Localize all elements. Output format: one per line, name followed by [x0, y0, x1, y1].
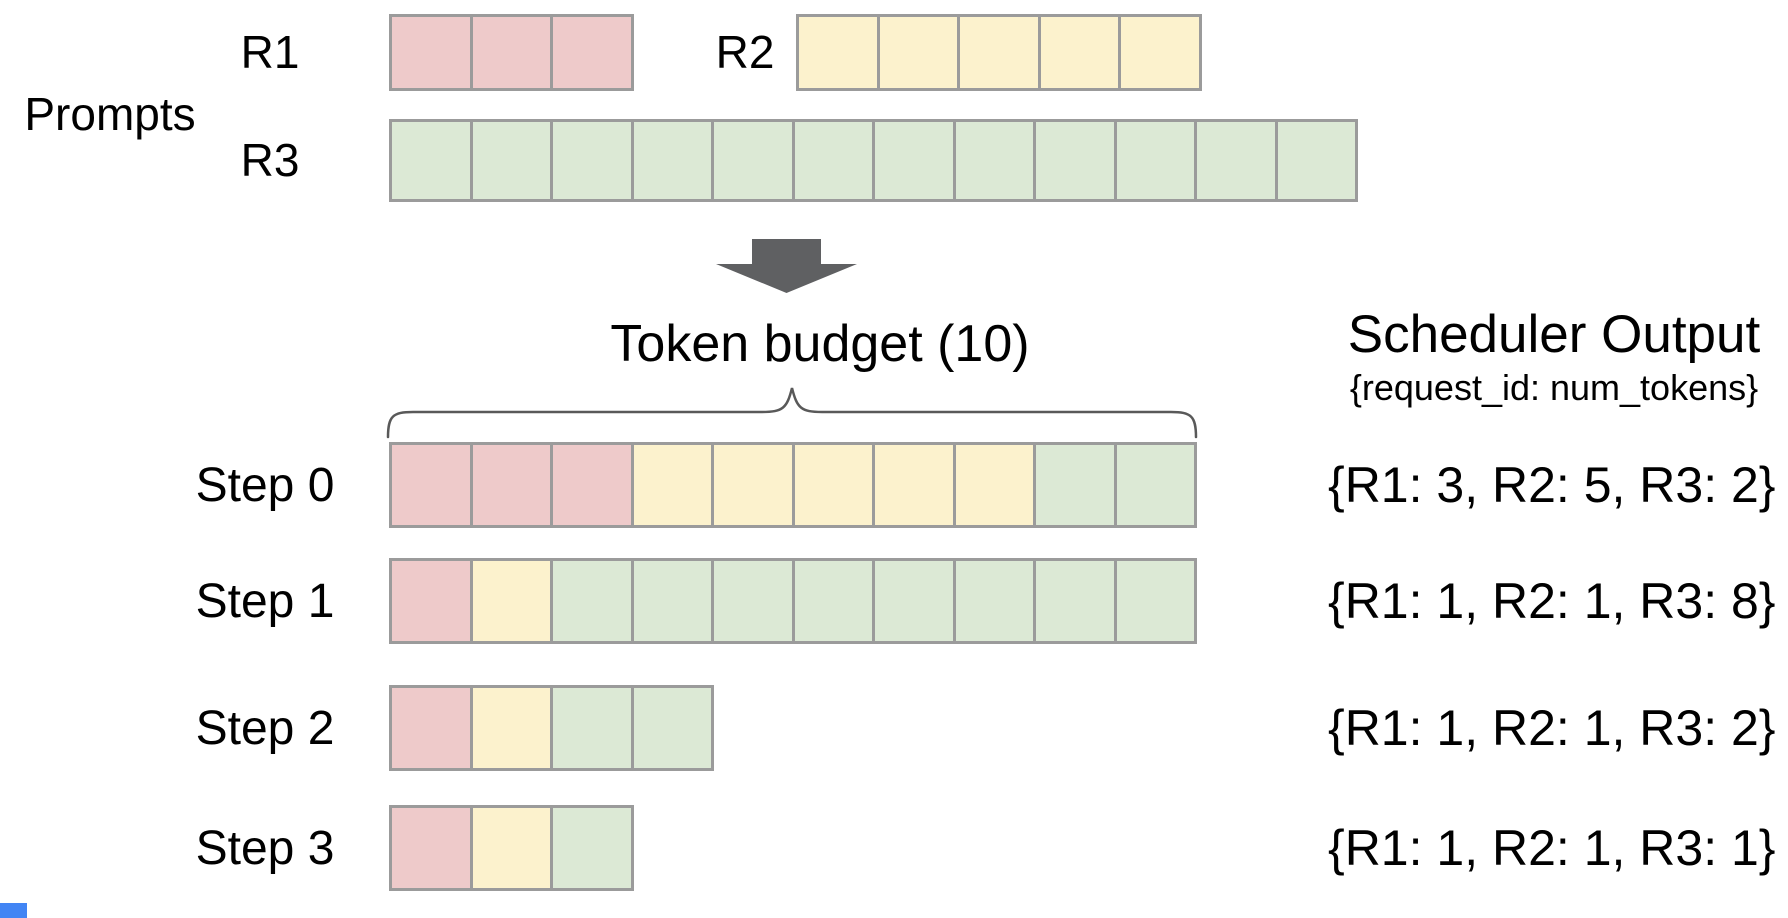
token-cell-green — [955, 119, 1036, 202]
step-row-1 — [389, 558, 1197, 644]
token-cell-green — [875, 558, 956, 644]
step-label-1: Step 1 — [195, 574, 335, 628]
token-cell-green — [392, 119, 473, 202]
step-row-0 — [389, 442, 1197, 528]
token-cell-red — [392, 558, 473, 644]
token-cell-green — [633, 119, 714, 202]
step-label-2: Step 2 — [195, 701, 335, 755]
token-cell-red — [553, 14, 634, 91]
token-cell-green — [1116, 442, 1197, 528]
token-cell-yellow — [472, 558, 553, 644]
step-row-2 — [389, 685, 714, 771]
token-cell-yellow — [714, 442, 795, 528]
token-cell-yellow — [1121, 14, 1202, 91]
token-cell-green — [553, 119, 634, 202]
token-cell-yellow — [799, 14, 880, 91]
token-cell-yellow — [875, 442, 956, 528]
token-cell-yellow — [955, 442, 1036, 528]
request-label-r2: R2 — [715, 26, 775, 78]
token-cell-yellow — [472, 685, 553, 771]
token-cell-green — [633, 558, 714, 644]
token-cell-yellow — [633, 442, 714, 528]
token-cell-green — [1036, 558, 1117, 644]
token-cell-yellow — [1040, 14, 1121, 91]
token-cell-green — [794, 558, 875, 644]
step-row-3 — [389, 805, 634, 891]
step-output-1: {R1: 1, R2: 1, R3: 8} — [1328, 573, 1776, 629]
step-label-3: Step 3 — [195, 821, 335, 875]
token-cell-green — [1116, 558, 1197, 644]
token-cell-green — [1277, 119, 1358, 202]
scheduler-output-subtitle: {request_id: num_tokens} — [1349, 367, 1759, 408]
token-cell-red — [553, 442, 634, 528]
prompt-row-r1 — [389, 14, 634, 91]
token-cell-yellow — [472, 805, 553, 891]
token-cell-red — [392, 442, 473, 528]
token-cell-green — [1036, 442, 1117, 528]
prompt-row-r3 — [389, 119, 1358, 202]
corner-blue-marker — [0, 903, 27, 918]
token-cell-red — [392, 685, 473, 771]
token-cell-green — [633, 685, 714, 771]
token-cell-red — [472, 14, 553, 91]
token-cell-yellow — [960, 14, 1041, 91]
token-budget-label: Token budget (10) — [610, 315, 1030, 373]
prompts-section-label: Prompts — [24, 88, 196, 140]
step-label-0: Step 0 — [195, 458, 335, 512]
request-label-r1: R1 — [240, 26, 300, 78]
token-cell-red — [472, 442, 553, 528]
step-output-0: {R1: 3, R2: 5, R3: 2} — [1328, 457, 1776, 513]
token-cell-green — [714, 119, 795, 202]
token-cell-green — [1197, 119, 1278, 202]
step-output-2: {R1: 1, R2: 1, R3: 2} — [1328, 700, 1776, 756]
down-arrow-icon — [716, 239, 857, 293]
request-label-r3: R3 — [240, 134, 300, 186]
token-cell-green — [955, 558, 1036, 644]
token-budget-brace — [385, 382, 1199, 440]
token-cell-green — [553, 685, 634, 771]
step-output-3: {R1: 1, R2: 1, R3: 1} — [1328, 820, 1776, 876]
token-cell-green — [714, 558, 795, 644]
prompt-row-r2 — [796, 14, 1202, 91]
token-cell-green — [794, 119, 875, 202]
token-cell-green — [553, 805, 634, 891]
token-cell-green — [1116, 119, 1197, 202]
token-cell-green — [472, 119, 553, 202]
token-cell-yellow — [794, 442, 875, 528]
token-cell-green — [875, 119, 956, 202]
token-cell-green — [553, 558, 634, 644]
token-cell-red — [392, 805, 473, 891]
token-cell-yellow — [879, 14, 960, 91]
token-cell-red — [392, 14, 473, 91]
token-cell-green — [1036, 119, 1117, 202]
scheduler-output-title: Scheduler Output — [1347, 304, 1761, 364]
